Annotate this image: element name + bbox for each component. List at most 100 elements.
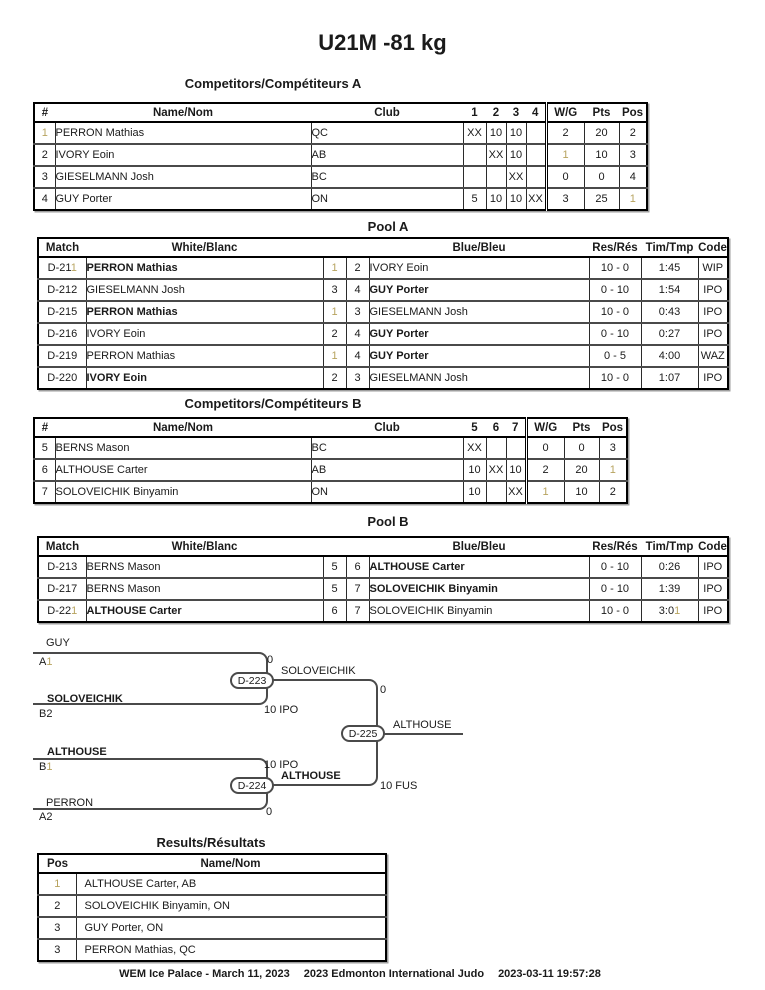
competitors-a-title: Competitors/Compétiteurs A bbox=[184, 76, 362, 91]
match-pill-d225: D-225 bbox=[341, 725, 385, 742]
match-time: 3:01 bbox=[640, 599, 698, 622]
match-id: D-211 bbox=[47, 262, 77, 274]
match-code: IPO bbox=[697, 278, 728, 301]
col-header-club: Club bbox=[311, 418, 463, 438]
col-header-white-num bbox=[323, 537, 346, 557]
competitor-name: GIESELMANN Josh bbox=[54, 165, 311, 188]
col-header-match: Match bbox=[38, 537, 86, 557]
competitor-name: PERRON Mathias bbox=[54, 122, 311, 144]
results-title: Results/Résultats bbox=[156, 835, 266, 850]
competitor-club: ON bbox=[310, 187, 463, 210]
competitor-name: BERNS Mason bbox=[54, 437, 311, 459]
col-header-number: # bbox=[34, 103, 55, 123]
round-result: XX bbox=[505, 480, 526, 503]
bracket-name-perron: PERRON bbox=[46, 797, 94, 809]
wins-value: 2 bbox=[544, 122, 584, 144]
match-id: D-215 bbox=[38, 300, 86, 323]
page-footer: WEM Ice Palace - March 11, 2023 2023 Edm… bbox=[0, 968, 720, 980]
round-result: XX bbox=[485, 458, 506, 481]
competitor-club: BC bbox=[310, 165, 463, 188]
competitor-number: 4 bbox=[34, 187, 55, 210]
pool-a-title: Pool A bbox=[367, 219, 409, 234]
match-time: 4:00 bbox=[640, 344, 698, 367]
pool-a-table: Match White/Blanc Blue/Bleu Res/Rés Tim/… bbox=[37, 237, 729, 390]
result-row: 2 SOLOVEICHIK Binyamin, ON bbox=[38, 894, 386, 917]
col-header-round-1: 1 bbox=[463, 103, 486, 123]
match-row: D-211 PERRON Mathias 1 2 IVORY Eoin 10 -… bbox=[38, 257, 728, 279]
competitor-number: 1 bbox=[41, 127, 48, 139]
col-header-match: Match bbox=[38, 238, 86, 258]
competitor-row: 7 SOLOVEICHIK Binyamin ON 10 XX 1 10 2 bbox=[34, 480, 627, 503]
round-result: XX bbox=[462, 437, 486, 459]
match-row: D-212 GIESELMANN Josh 3 4 GUY Porter 0 -… bbox=[38, 278, 728, 301]
match-row: D-213 BERNS Mason 5 6 ALTHOUSE Carter 0 … bbox=[38, 556, 728, 578]
col-header-white-num bbox=[323, 238, 346, 258]
col-header-name: Name/Nom bbox=[55, 418, 311, 438]
seed-label-b2: B2 bbox=[39, 708, 53, 720]
position-value: 3 bbox=[618, 143, 647, 166]
col-header-position: Pos bbox=[38, 854, 76, 874]
match-result: 10 - 0 bbox=[588, 599, 641, 622]
header-row: Pos Name/Nom bbox=[38, 854, 386, 874]
position-value: 3 bbox=[598, 437, 627, 459]
position-value: 4 bbox=[618, 165, 647, 188]
col-header-time: Tim/Tmp bbox=[641, 537, 698, 557]
competitor-club: AB bbox=[310, 458, 463, 481]
competitors-b-table: # Name/Nom Club 5 6 7 W/G Pts Pos 5 BERN… bbox=[33, 417, 628, 504]
bracket-line-winner bbox=[384, 733, 463, 735]
white-name: PERRON Mathias bbox=[85, 257, 323, 279]
result-name: ALTHOUSE Carter, AB bbox=[75, 873, 386, 895]
col-header-round-2: 2 bbox=[486, 103, 506, 123]
col-header-blue: Blue/Bleu bbox=[369, 537, 589, 557]
col-header-round-3: 3 bbox=[506, 103, 526, 123]
col-header-result: Res/Rés bbox=[589, 238, 641, 258]
white-number: 6 bbox=[322, 599, 346, 622]
winner-semi1-label: SOLOVEICHIK bbox=[281, 665, 356, 677]
wins-value: 3 bbox=[544, 187, 584, 210]
match-result: 10 - 0 bbox=[588, 300, 641, 323]
blue-name: GIESELMANN Josh bbox=[368, 300, 589, 323]
round-result: XX bbox=[485, 143, 506, 166]
white-number: 1 bbox=[322, 257, 346, 279]
result-name: GUY Porter, ON bbox=[75, 916, 386, 939]
points-value: 20 bbox=[583, 122, 619, 144]
match-id: D-219 bbox=[38, 344, 86, 367]
result-name: PERRON Mathias, QC bbox=[75, 938, 386, 961]
match-time: 1:54 bbox=[640, 278, 698, 301]
footer-event-name: 2023 Edmonton International Judo bbox=[303, 968, 485, 980]
white-number: 3 bbox=[322, 278, 346, 301]
header-row: Match White/Blanc Blue/Bleu Res/Rés Tim/… bbox=[38, 537, 728, 557]
round-result: 10 bbox=[485, 122, 506, 144]
points-value: 10 bbox=[563, 480, 599, 503]
score-semi2-top: 10 IPO bbox=[264, 759, 299, 771]
match-time: 0:27 bbox=[640, 322, 698, 345]
blue-number: 3 bbox=[345, 366, 369, 389]
bracket-name-guy: GUY bbox=[46, 637, 70, 649]
winner-semi2-label: ALTHOUSE bbox=[281, 770, 341, 782]
col-header-position: Pos bbox=[599, 418, 627, 438]
competitor-name: ALTHOUSE Carter bbox=[54, 458, 311, 481]
white-name: BERNS Mason bbox=[85, 577, 323, 600]
seed-label-b1: B1 bbox=[39, 761, 53, 773]
match-row: D-217 BERNS Mason 5 7 SOLOVEICHIK Binyam… bbox=[38, 577, 728, 600]
result-row: 3 PERRON Mathias, QC bbox=[38, 938, 386, 961]
blue-name: SOLOVEICHIK Binyamin bbox=[368, 599, 589, 622]
competitor-name: SOLOVEICHIK Binyamin bbox=[54, 480, 311, 503]
col-header-position: Pos bbox=[619, 103, 647, 123]
result-row: 1 ALTHOUSE Carter, AB bbox=[38, 873, 386, 895]
white-number: 1 bbox=[322, 344, 346, 367]
round-result: XX bbox=[525, 187, 546, 210]
blue-name: ALTHOUSE Carter bbox=[368, 556, 589, 578]
competitor-club: BC bbox=[310, 437, 463, 459]
white-number: 1 bbox=[322, 300, 346, 323]
col-header-club: Club bbox=[311, 103, 463, 123]
match-id: D-216 bbox=[38, 322, 86, 345]
competitor-row: 5 BERNS Mason BC XX 0 0 3 bbox=[34, 437, 627, 459]
header-row: # Name/Nom Club 5 6 7 W/G Pts Pos bbox=[34, 418, 627, 438]
points-value: 0 bbox=[563, 437, 599, 459]
white-number: 2 bbox=[322, 366, 346, 389]
match-result: 0 - 10 bbox=[588, 577, 641, 600]
match-id: D-212 bbox=[38, 278, 86, 301]
match-code: IPO bbox=[697, 322, 728, 345]
match-result: 0 - 5 bbox=[588, 344, 641, 367]
